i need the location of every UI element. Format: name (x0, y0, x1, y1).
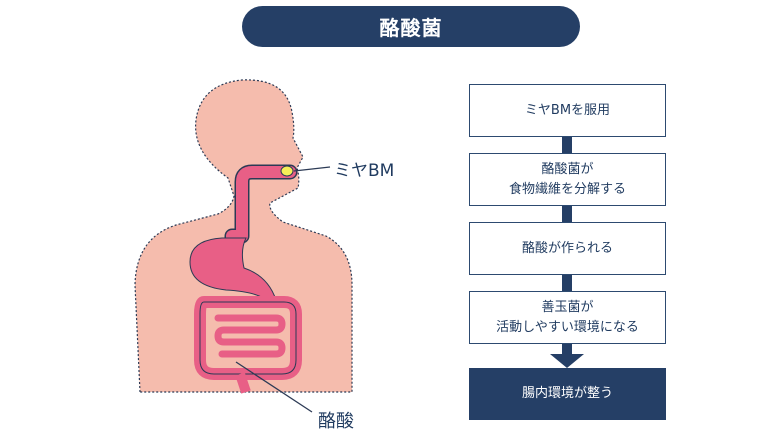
capsule-icon (280, 165, 294, 177)
miya-pointer-line (293, 166, 331, 172)
sakusan-pointer-line (235, 361, 313, 413)
miya-bm-label: ミヤBM (334, 161, 395, 181)
flow-step-good-bacteria: 善玉菌が 活動しやすい環境になる (469, 291, 666, 344)
small-intestine (214, 314, 286, 358)
flow-connector (562, 343, 572, 355)
large-intestine-outline (199, 301, 297, 375)
sakusan-label: 酪酸 (318, 411, 354, 432)
flow-step-take-miya: ミヤBMを服用 (469, 84, 666, 137)
flow-step-gut-balanced: 腸内環境が整う (469, 368, 666, 420)
flow-connector (562, 205, 572, 222)
flow-step-decompose-fiber: 酪酸菌が 食物繊維を分解する (469, 153, 666, 206)
rectum (235, 372, 251, 394)
title-text: 酪酸菌 (379, 16, 443, 40)
flow-step-butyrate-made: 酪酸が作られる (469, 222, 666, 275)
esophagus (226, 166, 296, 256)
flow-connector (562, 136, 572, 153)
title-banner: 酪酸菌 (242, 6, 580, 47)
flow-connector (562, 274, 572, 291)
flow-arrow-head (550, 354, 584, 368)
